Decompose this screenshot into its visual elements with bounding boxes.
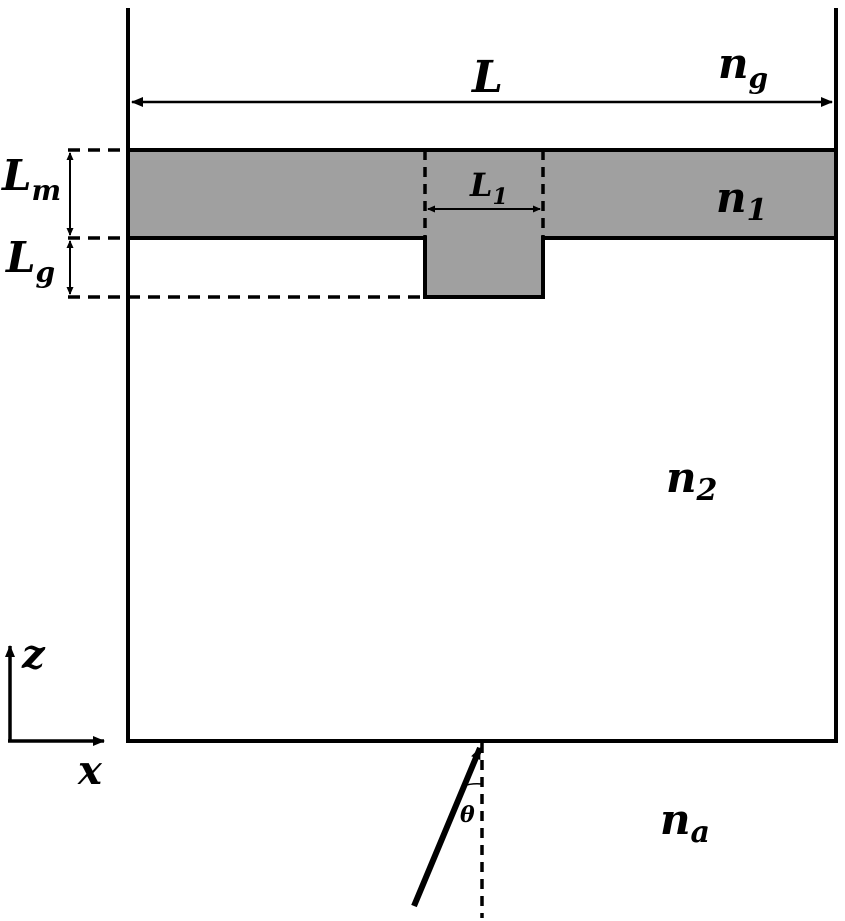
n2-label: n2 <box>666 453 717 508</box>
period-label: L <box>470 52 503 103</box>
theta-angle-arc <box>462 783 483 787</box>
theta-label: θ <box>460 802 475 828</box>
lm-label: Lm <box>1 151 61 207</box>
na-label: na <box>660 795 710 850</box>
l1-label: L1 <box>469 166 508 210</box>
x-axis-label: x <box>77 747 103 794</box>
incident-wave-arrow <box>411 746 483 908</box>
lg-label: Lg <box>5 233 55 289</box>
ng-label: ng <box>718 39 768 95</box>
z-axis-label: z <box>21 631 46 678</box>
n1-label: n1 <box>716 173 767 228</box>
